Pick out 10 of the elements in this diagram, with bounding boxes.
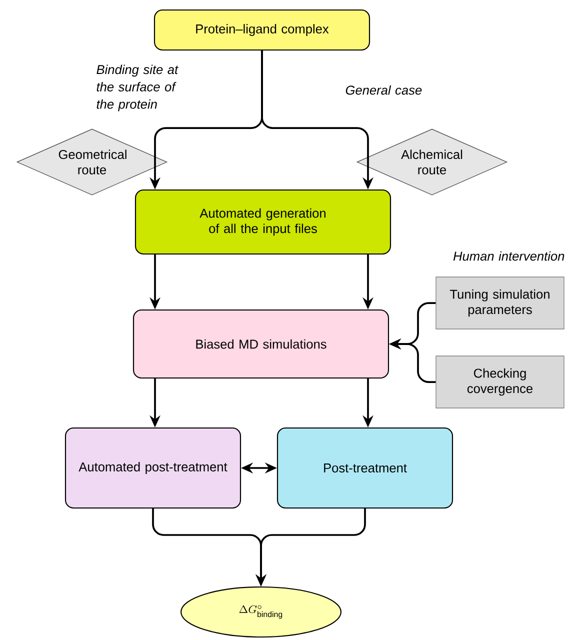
intervention-box: Tuning simulation parameters (436, 276, 564, 330)
process-box: Biased MD simulations (132, 309, 390, 379)
note-text: General case (346, 85, 422, 95)
process-box: Automated generation of all the input files (134, 189, 392, 255)
process-box: Automated post-treatment (64, 427, 242, 509)
intervention-box: Checking covergence (436, 356, 564, 408)
process-box: Protein–ligand complex (154, 9, 370, 51)
note-text: Binding site at the surface of the protein (96, 64, 178, 112)
process-box: Post-treatment (276, 427, 454, 509)
note-text: Human intervention (453, 251, 564, 261)
